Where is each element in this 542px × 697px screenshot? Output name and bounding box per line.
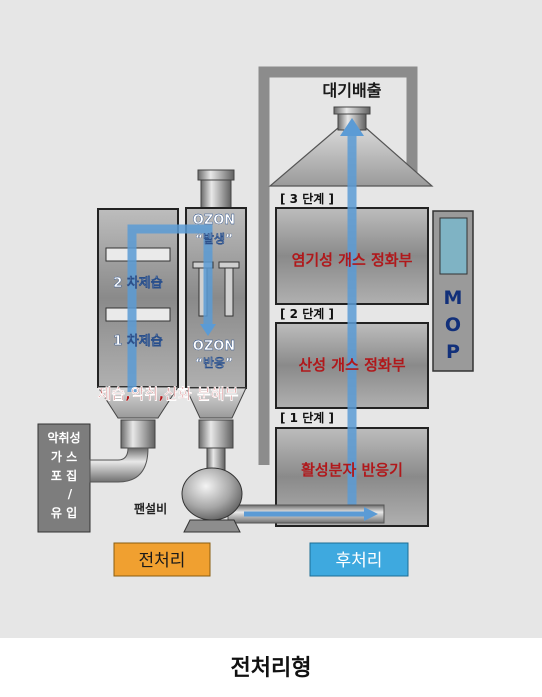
scrubber-stage2-window: [105, 247, 171, 262]
figure-caption: 전처리형: [230, 656, 312, 681]
ozone-tube-top-left: [192, 261, 214, 269]
ozon-react-ko: “반응”: [195, 355, 233, 370]
ozone-tube-top-right: [218, 261, 240, 269]
post-treatment-label: 후처리: [336, 551, 383, 571]
scrubber-unit: [97, 208, 179, 388]
inlet-line-3: 포 집: [51, 468, 77, 483]
pre-treatment-box: [113, 542, 211, 577]
ozon-generate-en: OZON: [193, 213, 235, 228]
stage1-label: [ 1 단계 ]: [280, 410, 334, 425]
ozon-react-en: OZON: [193, 339, 235, 354]
pre-flow-arrow: [127, 224, 213, 392]
scrubber-bottom: [97, 386, 179, 419]
mop-letter-p: P: [446, 341, 460, 363]
scrubber-stage1-window: [105, 307, 171, 322]
mop-letter-o: O: [445, 314, 461, 336]
ozone-reactor: [185, 207, 247, 389]
main-flow-arrowhead: [340, 118, 364, 136]
wet2-label: 2 차제습: [113, 275, 162, 291]
ozone-neck: [200, 179, 232, 209]
stage3-label: [ 3 단계 ]: [280, 191, 334, 206]
mop-letter-m: M: [444, 287, 463, 309]
ozone-cap: [197, 169, 235, 181]
exhaust-cap: [333, 106, 371, 115]
stage3-name: 염기성 개스 정화부: [292, 251, 413, 269]
inlet-line-2: 가 스: [51, 449, 77, 464]
fan-flow-arrowhead: [364, 507, 378, 521]
stage1-name: 활성분자 반응기: [301, 461, 403, 479]
post-treatment-box: [309, 542, 409, 577]
stage2-label: [ 2 단계 ]: [280, 306, 334, 321]
inlet-line-1: 악취성: [47, 430, 80, 445]
pre-flow-arrowhead: [200, 324, 216, 336]
stage2-name: 산성 개스 정화부: [298, 356, 405, 374]
ozone-tube-right: [224, 265, 234, 317]
ozone-outlet: [198, 419, 234, 449]
inlet-line-5: 유 입: [51, 506, 77, 520]
return-duct: [258, 66, 418, 465]
ozone-bottom: [185, 387, 247, 419]
exhaust-label: 대기배출: [323, 81, 382, 100]
process-diagram: 대기배출 [ 3 단계 ] [ 2 단계 ] [ 1 단계 ] 염기성 개스 정…: [37, 66, 474, 577]
pre-treatment-label: 전처리: [139, 551, 186, 571]
mop-screen: [439, 217, 468, 275]
inlet-elbow: [89, 447, 149, 483]
ozon-generate-ko: “발생”: [195, 231, 233, 246]
scrubber-outlet: [120, 419, 156, 449]
fan-base: [183, 519, 241, 533]
wet1-label: 1 차제습: [113, 333, 162, 349]
fan-label: 팬설비: [134, 501, 167, 516]
inlet-box: [37, 423, 91, 533]
inlet-line-4: /: [68, 487, 73, 501]
fan-housing: [181, 467, 243, 521]
process-label: 제습,악취,산화 분해부: [98, 385, 239, 403]
